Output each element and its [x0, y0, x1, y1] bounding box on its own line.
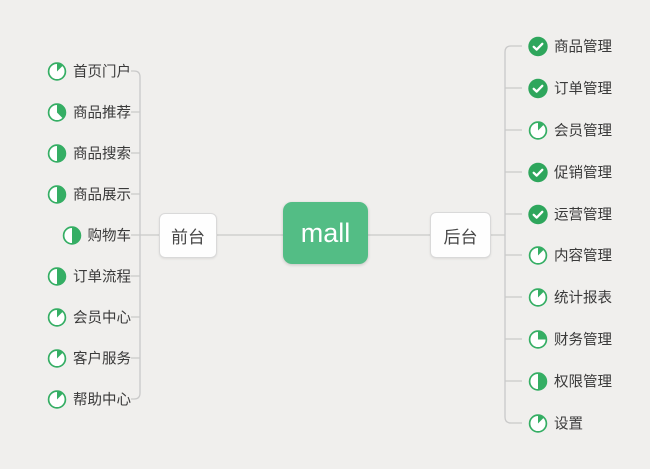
leaf-topic-label: 商品管理 — [554, 39, 612, 56]
leaf-topic[interactable]: 运营管理 — [528, 204, 612, 225]
branch-node-frontend[interactable]: 前台 — [159, 213, 217, 258]
leaf-topic[interactable]: 统计报表 — [528, 287, 612, 308]
progress-pie-icon — [47, 348, 67, 368]
leaf-topic[interactable]: 会员中心 — [47, 307, 131, 328]
leaf-topic-label: 内容管理 — [554, 248, 612, 265]
leaf-topic[interactable]: 首页门户 — [47, 61, 131, 82]
leaf-topic-label: 统计报表 — [554, 290, 612, 307]
leaf-topic[interactable]: 设置 — [528, 413, 583, 434]
task-done-check-icon — [528, 204, 548, 224]
progress-pie-icon — [528, 371, 548, 391]
leaf-topic[interactable]: 商品管理 — [528, 36, 612, 57]
progress-pie-icon — [47, 307, 67, 327]
progress-pie-icon — [528, 329, 548, 349]
leaf-topic-label: 运营管理 — [554, 207, 612, 224]
task-done-check-icon — [528, 36, 548, 56]
progress-pie-icon — [47, 266, 67, 286]
leaf-topic-label: 会员管理 — [554, 123, 612, 140]
leaf-topic-label: 设置 — [554, 416, 583, 433]
leaf-topic[interactable]: 内容管理 — [528, 245, 612, 266]
branch-label: 后台 — [443, 227, 478, 247]
branch-label: 前台 — [171, 228, 205, 247]
leaf-topic-label: 商品推荐 — [73, 105, 131, 122]
progress-pie-icon — [528, 287, 548, 307]
leaf-topic[interactable]: 商品搜索 — [47, 143, 131, 164]
leaf-topic[interactable]: 购物车 — [62, 225, 132, 246]
progress-pie-icon — [47, 61, 67, 81]
leaf-topic-label: 权限管理 — [554, 374, 612, 391]
leaf-topic[interactable]: 权限管理 — [528, 371, 612, 392]
leaf-topic[interactable]: 客户服务 — [47, 348, 131, 369]
leaf-topic-label: 订单管理 — [554, 81, 612, 98]
leaf-topic-label: 客户服务 — [73, 351, 131, 368]
leaf-topic-label: 帮助中心 — [73, 392, 131, 409]
progress-pie-icon — [528, 413, 548, 433]
central-topic-mall[interactable]: mall — [283, 202, 368, 264]
progress-pie-icon — [62, 225, 82, 245]
leaf-topic[interactable]: 财务管理 — [528, 329, 612, 350]
leaf-topic[interactable]: 会员管理 — [528, 120, 612, 141]
leaf-topic-label: 促销管理 — [554, 165, 612, 182]
leaf-topic[interactable]: 商品推荐 — [47, 102, 131, 123]
leaf-topic[interactable]: 帮助中心 — [47, 389, 131, 410]
task-done-check-icon — [528, 162, 548, 182]
progress-pie-icon — [47, 102, 67, 122]
leaf-topic-label: 订单流程 — [73, 269, 131, 286]
progress-pie-icon — [528, 245, 548, 265]
progress-pie-icon — [47, 184, 67, 204]
leaf-topic-label: 首页门户 — [73, 64, 131, 81]
central-topic-label: mall — [300, 217, 351, 248]
leaf-topic-label: 商品搜索 — [73, 146, 131, 163]
task-done-check-icon — [528, 78, 548, 98]
leaf-topic[interactable]: 订单管理 — [528, 78, 612, 99]
leaf-topic[interactable]: 商品展示 — [47, 184, 131, 205]
progress-pie-icon — [528, 120, 548, 140]
leaf-topic-label: 财务管理 — [554, 332, 612, 349]
progress-pie-icon — [47, 389, 67, 409]
leaf-topic[interactable]: 促销管理 — [528, 162, 612, 183]
leaf-topic-label: 购物车 — [87, 228, 132, 245]
leaf-topic-label: 商品展示 — [73, 187, 131, 204]
branch-node-backend[interactable]: 后台 — [430, 212, 491, 258]
leaf-topic-label: 会员中心 — [73, 310, 131, 327]
progress-pie-icon — [47, 143, 67, 163]
leaf-topic[interactable]: 订单流程 — [47, 266, 131, 287]
